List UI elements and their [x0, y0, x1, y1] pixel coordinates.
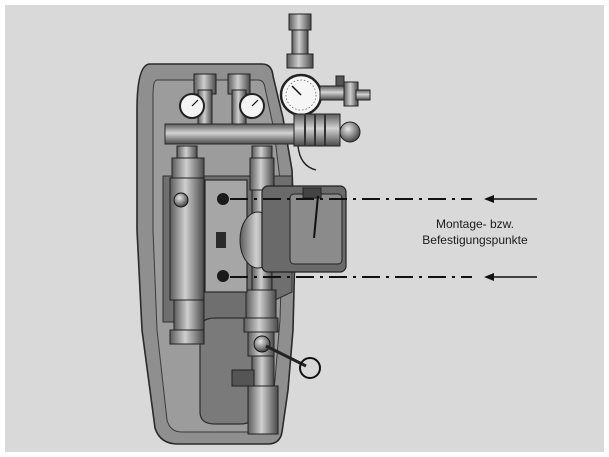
thermometer-left — [179, 93, 205, 119]
annotation-line-2: Befestigungspunkte — [422, 233, 528, 247]
flow-regulator — [293, 113, 361, 171]
gauge-connector — [319, 75, 371, 107]
safety-valve — [286, 13, 314, 69]
annotation-line-1: Montage- bzw. — [435, 217, 515, 231]
annotation-label: Montage- bzw. Befestigungspunkte — [400, 216, 550, 248]
bottom-outlet — [231, 355, 279, 435]
pressure-gauge — [279, 73, 323, 117]
arrow-upper — [484, 195, 537, 203]
mounting-point-upper — [217, 193, 229, 205]
fill-drain-valve — [265, 344, 321, 379]
arrow-lower — [484, 273, 537, 281]
return-pipe — [169, 157, 205, 331]
thermometer-right — [239, 93, 265, 119]
manifold-pipe — [164, 123, 301, 159]
mounting-point-lower — [217, 270, 229, 282]
circulation-pump — [239, 185, 347, 273]
